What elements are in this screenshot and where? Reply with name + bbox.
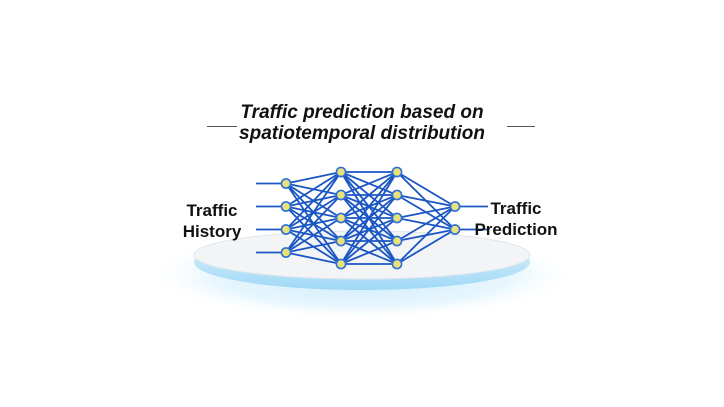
network-edge bbox=[396, 205, 456, 265]
network-edge bbox=[396, 205, 456, 242]
network-edge bbox=[285, 171, 342, 208]
network-edge bbox=[340, 171, 398, 265]
output-label-line-1: Traffic bbox=[490, 199, 542, 218]
network-node-layer-2 bbox=[335, 166, 347, 178]
network-edge bbox=[340, 240, 398, 265]
input-label: Traffic History bbox=[168, 200, 256, 242]
network-edge bbox=[396, 228, 456, 265]
network-edge bbox=[396, 194, 456, 208]
network-edge bbox=[396, 205, 456, 219]
network-edges bbox=[285, 171, 456, 265]
network-edge bbox=[285, 171, 342, 231]
input-label-line-1: Traffic bbox=[186, 201, 238, 220]
network-node-layer-3 bbox=[391, 166, 403, 178]
network-node-layer-3 bbox=[391, 258, 403, 270]
network-edge bbox=[285, 194, 342, 254]
network-node-layer-1 bbox=[280, 201, 292, 212]
network-node-layer-4 bbox=[449, 201, 461, 212]
output-label-line-2: Prediction bbox=[474, 220, 558, 239]
network-node-layer-2 bbox=[335, 235, 347, 247]
title-line-1: Traffic prediction based on bbox=[240, 102, 484, 123]
network-edge bbox=[340, 171, 398, 242]
network-node-layer-2 bbox=[335, 212, 347, 224]
network-edge bbox=[340, 217, 398, 265]
network-edge bbox=[285, 171, 342, 254]
output-label: Traffic Prediction bbox=[466, 198, 566, 240]
network-edge bbox=[285, 240, 342, 254]
network-node-layer-2 bbox=[335, 258, 347, 270]
network-node-layer-1 bbox=[280, 178, 292, 189]
network-edge bbox=[340, 171, 398, 196]
network-node-layer-4 bbox=[449, 224, 461, 235]
network-edge bbox=[285, 217, 342, 254]
network-node-layer-1 bbox=[280, 247, 292, 258]
network-node-layer-3 bbox=[391, 235, 403, 247]
network-edge bbox=[340, 171, 398, 219]
title-dash-left bbox=[207, 126, 237, 127]
network-node-layer-3 bbox=[391, 189, 403, 201]
network-node-layer-2 bbox=[335, 189, 347, 201]
diagram-title: Traffic prediction based on spatiotempor… bbox=[0, 102, 724, 144]
network-node-layer-3 bbox=[391, 212, 403, 224]
network-node-layer-1 bbox=[280, 224, 292, 235]
platform bbox=[147, 224, 577, 316]
network-edge bbox=[396, 171, 456, 208]
network-edge bbox=[340, 194, 398, 265]
network-edge bbox=[285, 171, 342, 185]
title-dash-right bbox=[507, 126, 535, 127]
network-edge bbox=[285, 251, 342, 265]
title-line-2: spatiotemporal distribution bbox=[239, 123, 485, 144]
input-label-line-2: History bbox=[182, 222, 242, 241]
network-nodes bbox=[280, 166, 461, 270]
